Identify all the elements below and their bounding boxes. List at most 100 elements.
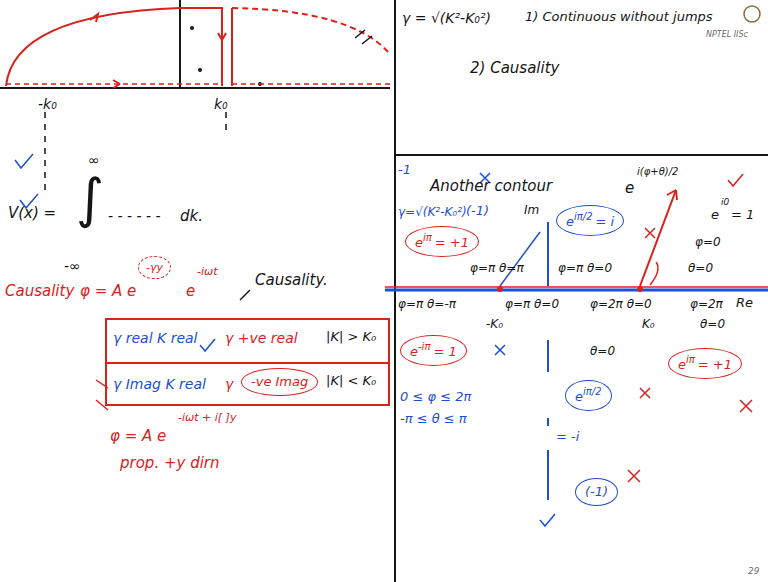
note-label: -1 [398,163,411,178]
condition-text: γ Imag K real [113,376,206,392]
cross-mark [640,388,650,398]
note-label: Causality [5,283,74,300]
leader-line [225,112,227,135]
note-text: e [575,389,583,404]
note-label: NPTEL IISc [706,30,748,39]
angle-ray [640,190,676,286]
real-axis [385,289,768,292]
note-text: -γy [146,261,163,274]
condition-text: γ +ve real [225,330,298,346]
branch-point [637,286,643,292]
note-label: φ=0 [695,236,721,250]
note-label: Causality. [255,272,328,289]
note-label: e [625,180,634,197]
note-label: θ=0 [700,318,725,332]
note-label: γ=√(K²-K₀²) [398,206,467,220]
note-label: φ = A e [110,428,166,445]
imag-axis [547,222,549,286]
note-label: φ = A e [80,283,136,300]
note-label: φ=2π θ=0 [590,298,652,312]
branch-point [497,286,503,292]
note-label: V(x) = [8,205,56,222]
note-label: 29 [748,566,759,576]
note-label: Re [736,296,753,311]
note-label: γ = √(K²-K₀²) [402,10,491,26]
exponent-text: iπ [686,354,695,365]
note-text: e [410,344,418,359]
circled-note: -ve Imag [241,368,318,396]
leader-line [44,112,46,195]
note-text: = 1 [433,344,456,359]
note-text: (-1) [585,484,608,499]
note-label: |K| > K₀ [326,330,376,345]
panel-divider [395,154,768,156]
circled-note: eiπ/2= i [556,205,624,236]
angle-arc [650,262,658,285]
condition-text: γ real K real [113,330,198,346]
note-text: e [415,235,423,250]
arrow-head [218,33,226,40]
note-label: -π ≤ θ ≤ π [400,412,467,427]
check-mark [540,514,555,526]
check-mark [728,174,743,186]
tick-marks [355,30,372,44]
contour-arc [6,8,180,86]
note-label: -iωt [197,266,218,279]
note-label: Im [524,204,539,218]
note-label: e [186,283,195,300]
row-divider [107,362,388,364]
exponent-text: -iπ [418,341,430,352]
contour-arc [232,8,388,52]
note-label: -iωt + i[ ]y [178,412,236,425]
note-label: ∞ [88,152,100,168]
note-label: -K₀ [486,318,503,332]
note-text: = +1 [435,235,469,250]
arrow-head [667,190,677,200]
cross-mark [495,345,505,355]
note-text: e [678,357,686,372]
circled-note: eiπ/2 [565,380,612,411]
arrow-head [113,80,120,88]
contour-path [6,83,390,85]
note-label: |K| < K₀ [326,374,376,389]
angle-ray [500,232,540,286]
note-label: Another contour [430,178,552,195]
imag-axis [179,0,181,88]
check-mark [15,154,38,208]
exponent-text: iπ/2 [574,211,593,222]
arrow-head [90,14,98,22]
note-label: 1) Continuous without jumps [525,10,713,25]
circled-note: e-iπ= 1 [400,335,467,366]
note-label: k₀ [214,96,228,112]
circled-note: (-1) [575,478,618,506]
note-label: (-1) [466,204,489,219]
slash-mark [240,290,250,300]
note-label: i0 [721,197,729,207]
note-label: -∞ [64,258,81,274]
note-label: 0 ≤ φ ≤ 2π [400,390,471,405]
note-label: = -i [556,430,579,445]
note-label: φ=π θ=0 [505,298,559,312]
cross-mark [645,228,655,238]
note-label: i(φ+θ)/2 [637,166,678,178]
note-label: -k₀ [38,96,57,112]
note-text: = i [596,214,615,229]
note-label: θ=0 [688,262,713,276]
check-mark [200,339,215,351]
note-label: - - - - - - [108,208,161,224]
pole-dot [190,26,194,30]
note-text: e [566,214,574,229]
note-label: φ=π θ=π [470,262,524,276]
branch-cut-contour [180,8,232,86]
pole-dot [198,68,202,72]
imag-axis [547,340,549,372]
note-label: dk. [180,208,203,225]
circled-note: eiπ= +1 [405,226,479,257]
note-label: φ=π θ=-π [398,298,456,312]
circled-note: -γy [138,256,171,279]
real-axis [0,87,390,89]
logo [744,6,760,22]
note-label: = 1 [731,208,754,223]
note-label: e [711,208,719,223]
